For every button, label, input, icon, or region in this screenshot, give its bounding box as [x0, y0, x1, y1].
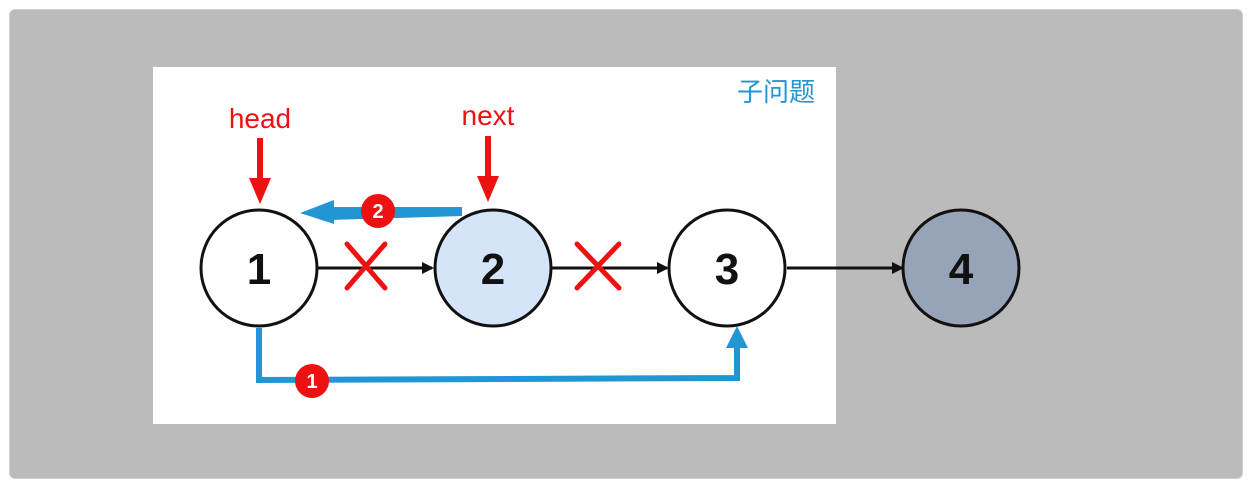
step1-badge-label: 1 — [306, 371, 317, 393]
next-pointer-arrow — [477, 136, 499, 202]
node-3-value: 3 — [715, 245, 739, 294]
step2-badge: 2 — [361, 194, 395, 228]
next-pointer-label: next — [462, 100, 515, 131]
head-pointer-label: head — [229, 103, 291, 134]
cross-edge-1-2 — [344, 241, 388, 291]
node-2: 2 — [433, 208, 553, 328]
node-1: 1 — [199, 208, 319, 328]
node-1-value: 1 — [247, 245, 271, 294]
step1-skip-arrow — [256, 326, 748, 384]
step1-badge: 1 — [295, 364, 329, 398]
cross-edge-2-3 — [574, 241, 622, 291]
node-2-value: 2 — [481, 245, 505, 294]
node-3: 3 — [667, 208, 787, 328]
node-4-value: 4 — [949, 245, 974, 294]
head-pointer-arrow — [249, 138, 271, 204]
node-4: 4 — [901, 208, 1021, 328]
step2-badge-label: 2 — [372, 201, 383, 223]
diagram-title: 子问题 — [737, 78, 815, 108]
